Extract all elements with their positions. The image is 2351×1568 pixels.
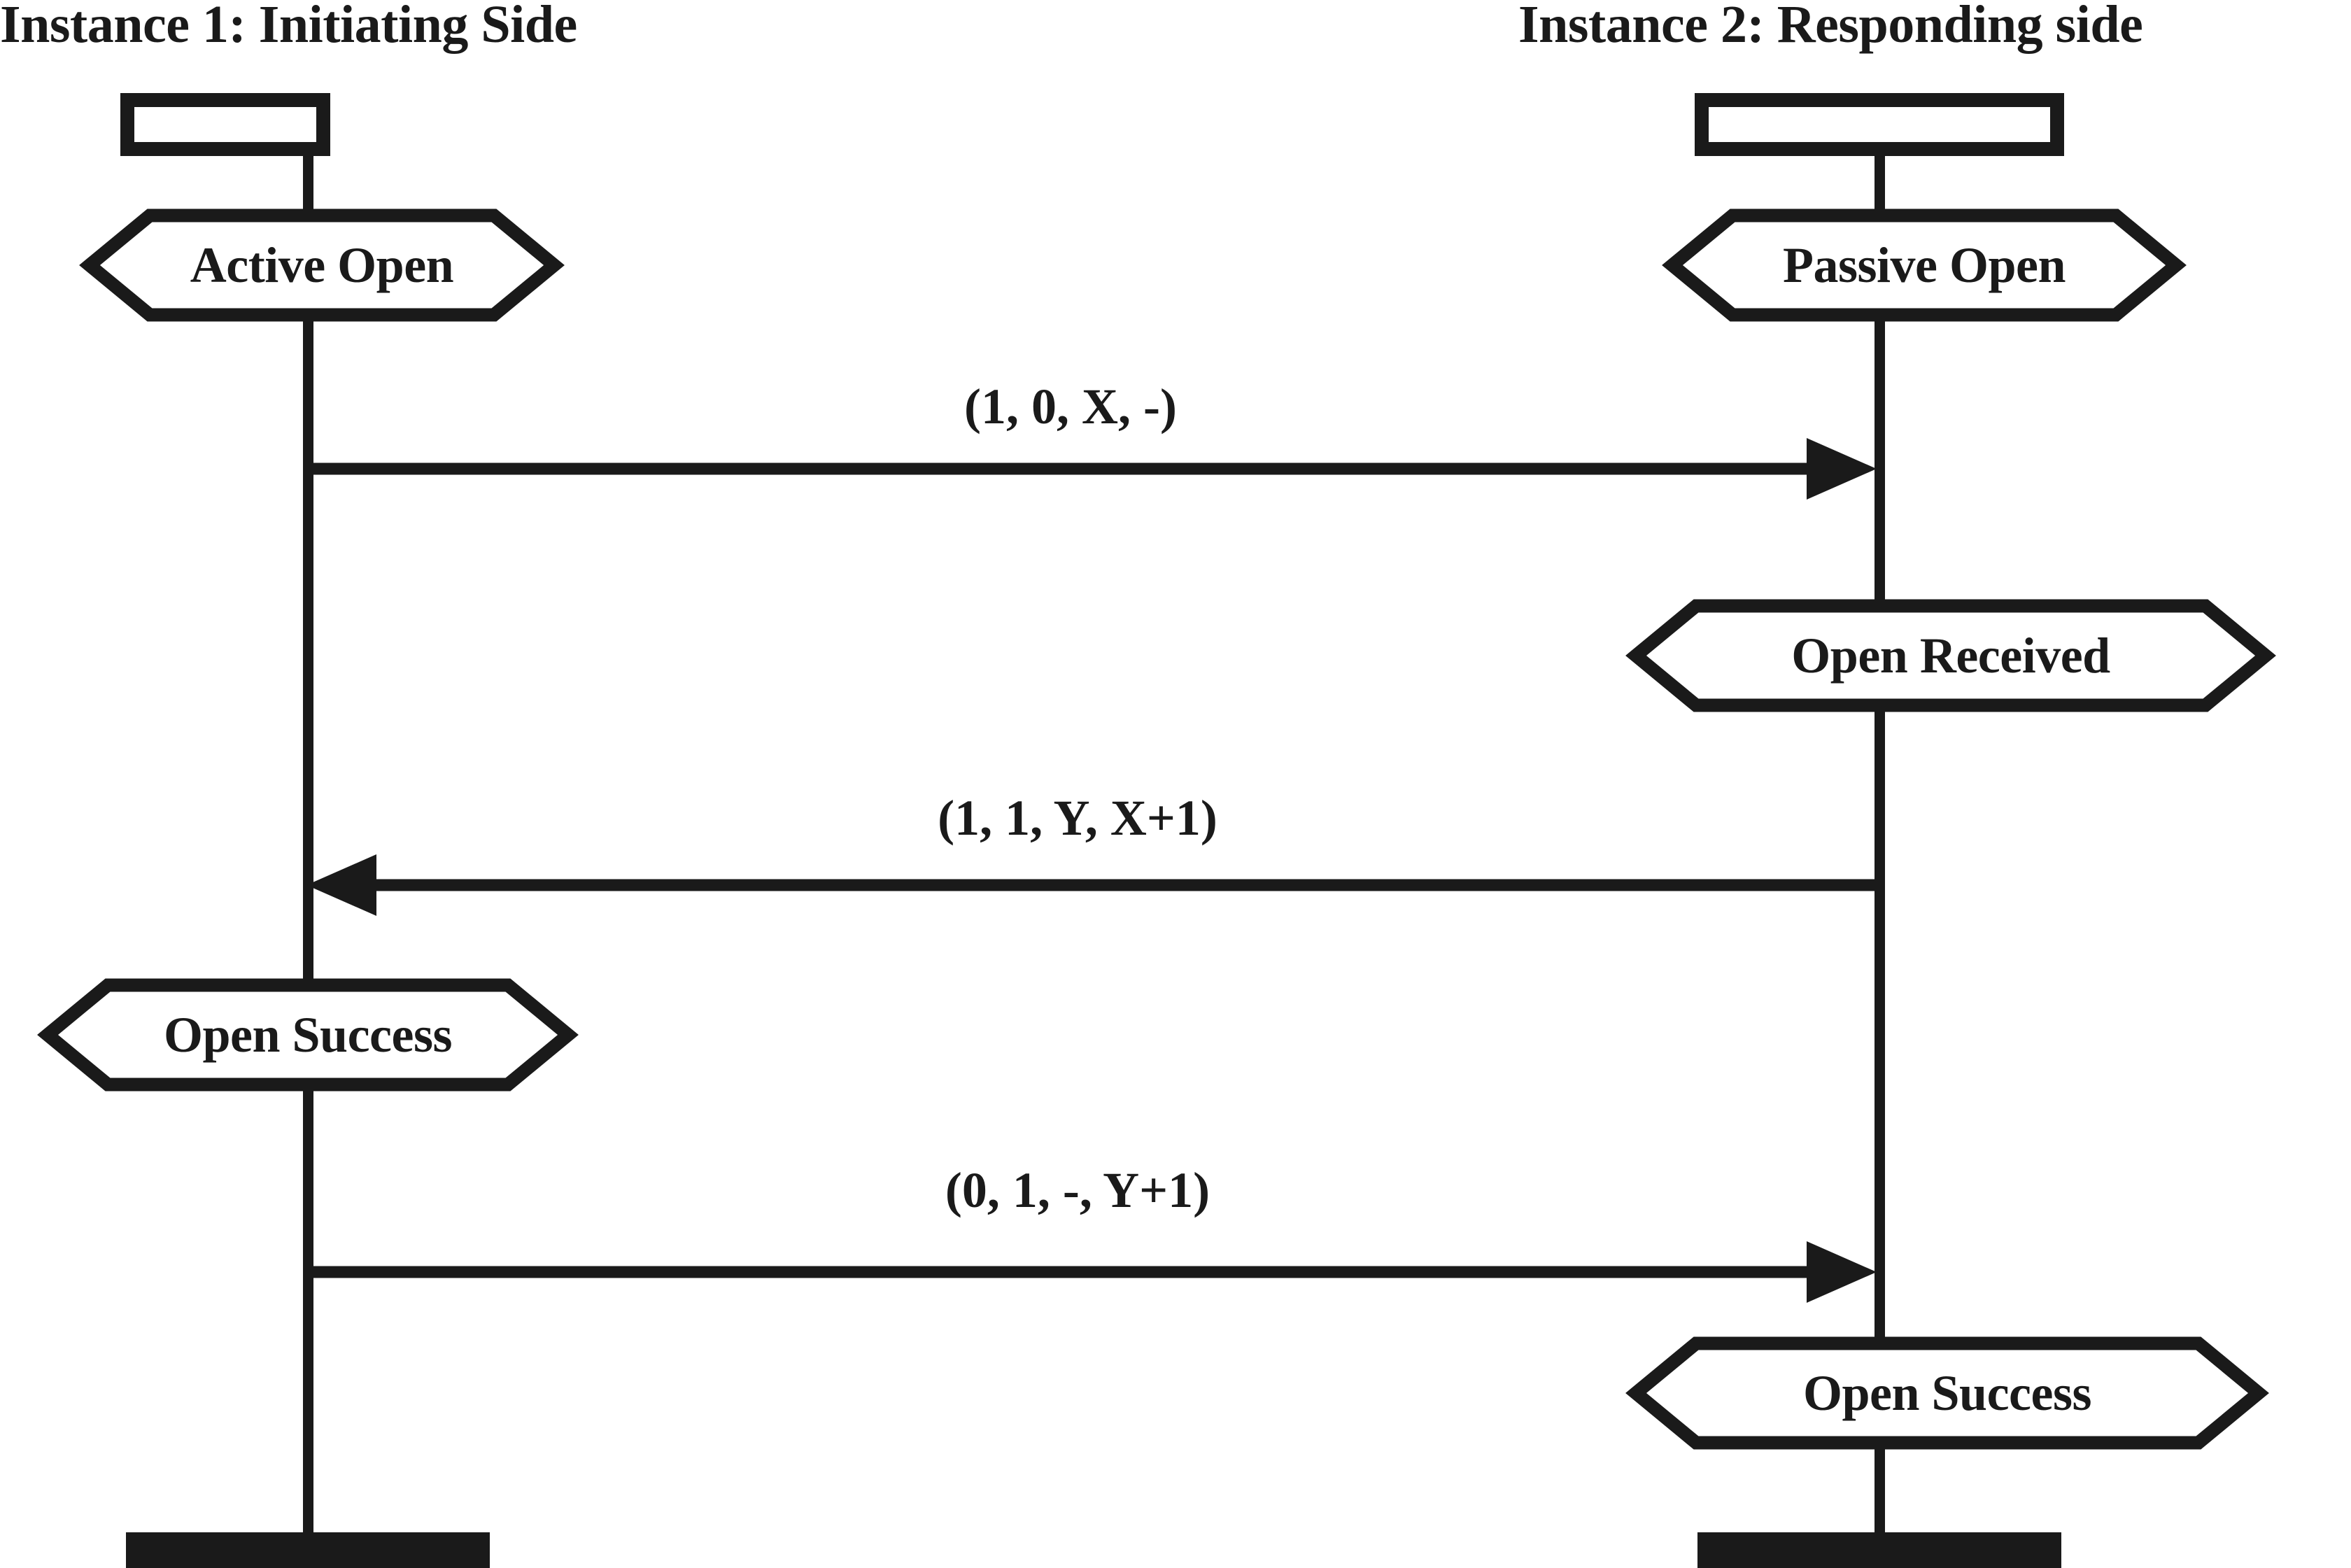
message-2-arrow[interactable] [301, 854, 1882, 916]
column-title-instance-1: Instance 1: Initiating Side [0, 0, 577, 54]
state-active-open[interactable]: Active Open [79, 209, 565, 322]
message-3-label: (0, 1, -, Y+1) [945, 1162, 1210, 1218]
state-open-received[interactable]: Open Received [1625, 599, 2276, 712]
message-1-arrow[interactable] [301, 438, 1882, 500]
instance-2-head-box [1695, 93, 2064, 156]
message-2-label: (1, 1, Y, X+1) [938, 790, 1217, 846]
column-title-instance-2: Instance 2: Responding side [1518, 0, 2143, 54]
instance-1-termination-bar [126, 1532, 490, 1568]
state-open-success-initiating[interactable]: Open Success [37, 978, 579, 1092]
instance-2-lifeline [1875, 154, 1885, 1536]
state-open-success-responding[interactable]: Open Success [1625, 1336, 2269, 1450]
instance-2-termination-bar [1697, 1532, 2061, 1568]
message-3-arrow[interactable] [301, 1241, 1882, 1303]
instance-1-head-box [120, 93, 330, 156]
state-passive-open[interactable]: Passive Open [1662, 209, 2187, 322]
instance-1-lifeline [303, 154, 313, 1536]
message-1-label: (1, 0, X, -) [964, 379, 1177, 435]
